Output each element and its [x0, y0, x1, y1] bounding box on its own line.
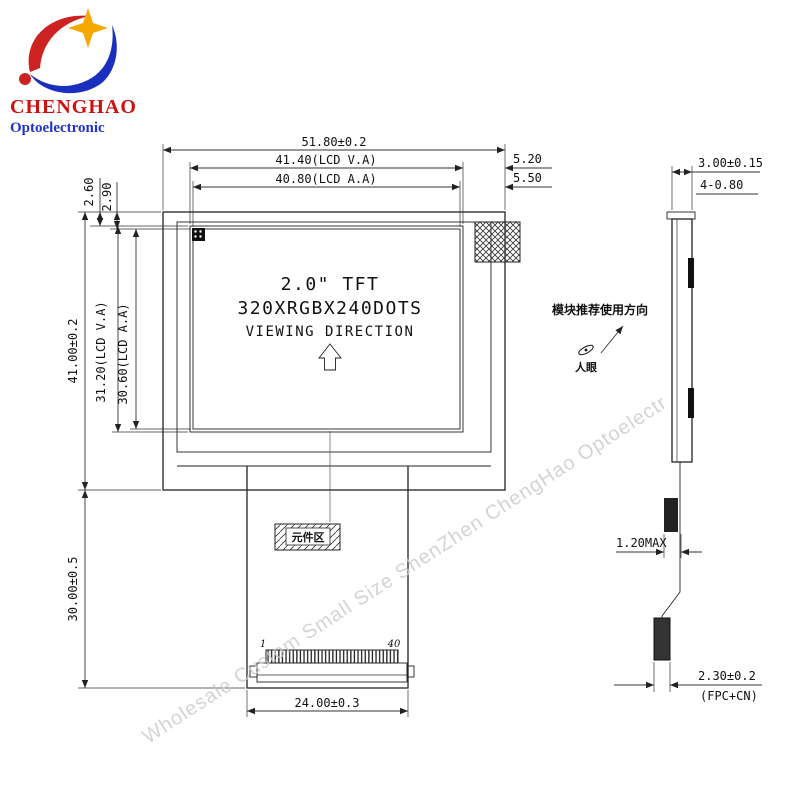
lcd-va-outline — [189, 225, 464, 433]
dim-connector-thickness-label: 2.30±0.2 — [698, 669, 756, 683]
fpc-outline — [246, 466, 409, 689]
dim-right-offset-va-label: 5.20 — [513, 152, 542, 166]
dim-bosses-label: 4-0.80 — [700, 178, 743, 192]
dim-connector-note-label: (FPC+CN) — [700, 689, 758, 703]
logo-red-dot — [19, 73, 31, 85]
dim-overall-width: 51.80±0.2 — [162, 135, 506, 210]
dim-fpc-max-thickness-label: 1.20MAX — [616, 536, 667, 550]
dim-fpc-width: 24.00±0.3 — [246, 690, 409, 717]
dim-bosses: 4-0.80 — [696, 178, 758, 195]
dim-lcd-aa-width: 40.80(LCD A.A) — [192, 172, 461, 227]
lcd-aa-outline — [192, 228, 461, 430]
dim-lcd-va-height-label: 31.20(LCD V.A) — [94, 301, 108, 402]
side-view: 3.00±0.15 4-0.80 1.20MAX 2.30±0.2 (FPC+C… — [552, 156, 763, 703]
eye-label: 人眼 — [575, 360, 597, 374]
dim-top-offset-aa-label: 2.90 — [100, 183, 114, 212]
dim-lcd-va-height: 31.20(LCD V.A) — [94, 226, 188, 433]
eye-icon — [578, 344, 594, 356]
side-boss-top — [688, 258, 694, 288]
module-outline — [162, 211, 506, 491]
dim-thickness-label: 3.00±0.15 — [698, 156, 763, 170]
dim-fpc-length-label: 30.00±0.5 — [66, 556, 80, 621]
bezel-outline — [176, 221, 492, 453]
connector-tab-left — [249, 665, 258, 678]
dim-thickness: 3.00±0.15 — [671, 156, 763, 210]
side-fpc-stiffener — [664, 498, 678, 532]
dim-overall-height: 41.00±0.2 — [66, 212, 161, 491]
logo-blue-swoosh — [30, 25, 117, 94]
logo-company-name: CHENGHAO — [10, 96, 137, 118]
fpc-connector: 1 40 — [249, 639, 415, 683]
display-title-line2: 320XRGBX240DOTS — [237, 298, 422, 319]
dim-lcd-aa-height-label: 30.60(LCD A.A) — [116, 303, 130, 404]
dim-right-offset-aa-label: 5.50 — [513, 171, 542, 185]
dim-overall-height-label: 41.00±0.2 — [66, 318, 80, 383]
dim-right-offset-aa: 5.50 — [505, 171, 552, 191]
usage-direction-note: 模块推荐使用方向 人眼 — [552, 302, 648, 374]
logo-star-icon — [68, 8, 108, 48]
company-logo: CHENGHAO Optoelectronic — [10, 8, 137, 136]
dim-fpc-width-label: 24.00±0.3 — [294, 696, 359, 710]
watermark-text: Wholesale Custom Small Size ShenZhen Che… — [139, 392, 672, 749]
alignment-mark — [192, 228, 205, 241]
side-connector — [653, 617, 671, 661]
connector-body — [256, 662, 408, 683]
side-fpc-line — [661, 462, 681, 618]
dim-fpc-length: 30.00±0.5 — [66, 490, 245, 689]
dim-lcd-va-width: 41.40(LCD V.A) — [189, 153, 464, 224]
dim-right-offset-va: 5.20 — [505, 152, 552, 172]
pin-1-label: 1 — [260, 639, 266, 650]
side-body — [671, 218, 693, 463]
display-title-line3: VIEWING DIRECTION — [246, 324, 415, 340]
dim-top-offset-va-label: 2.60 — [82, 178, 96, 207]
logo-company-subtitle: Optoelectronic — [10, 120, 105, 136]
viewing-direction-arrow-icon — [318, 343, 342, 371]
pin-40-label: 40 — [387, 639, 401, 650]
component-area: 元件区 — [274, 523, 341, 551]
display-title-line1: 2.0" TFT — [281, 274, 380, 295]
dim-overall-width-label: 51.80±0.2 — [301, 135, 366, 149]
dim-connector-thickness: 2.30±0.2 (FPC+CN) — [614, 662, 762, 703]
dim-fpc-max-thickness: 1.20MAX — [616, 534, 702, 558]
front-view: 2.0" TFT 320XRGBX240DOTS VIEWING DIRECTI… — [162, 211, 521, 689]
dim-lcd-va-width-label: 41.40(LCD V.A) — [275, 153, 376, 167]
dim-lcd-aa-height: 30.60(LCD A.A) — [116, 229, 191, 430]
side-boss-bottom — [688, 388, 694, 418]
component-area-label: 元件区 — [292, 530, 325, 544]
usage-direction-label: 模块推荐使用方向 — [552, 302, 648, 317]
driver-hatch-block — [474, 221, 521, 263]
logo-red-swoosh — [28, 15, 90, 72]
connector-tab-right — [406, 665, 415, 678]
dim-lcd-aa-width-label: 40.80(LCD A.A) — [275, 172, 376, 186]
side-top-cap — [666, 211, 696, 220]
dim-top-offset-va: 2.60 — [78, 178, 188, 227]
